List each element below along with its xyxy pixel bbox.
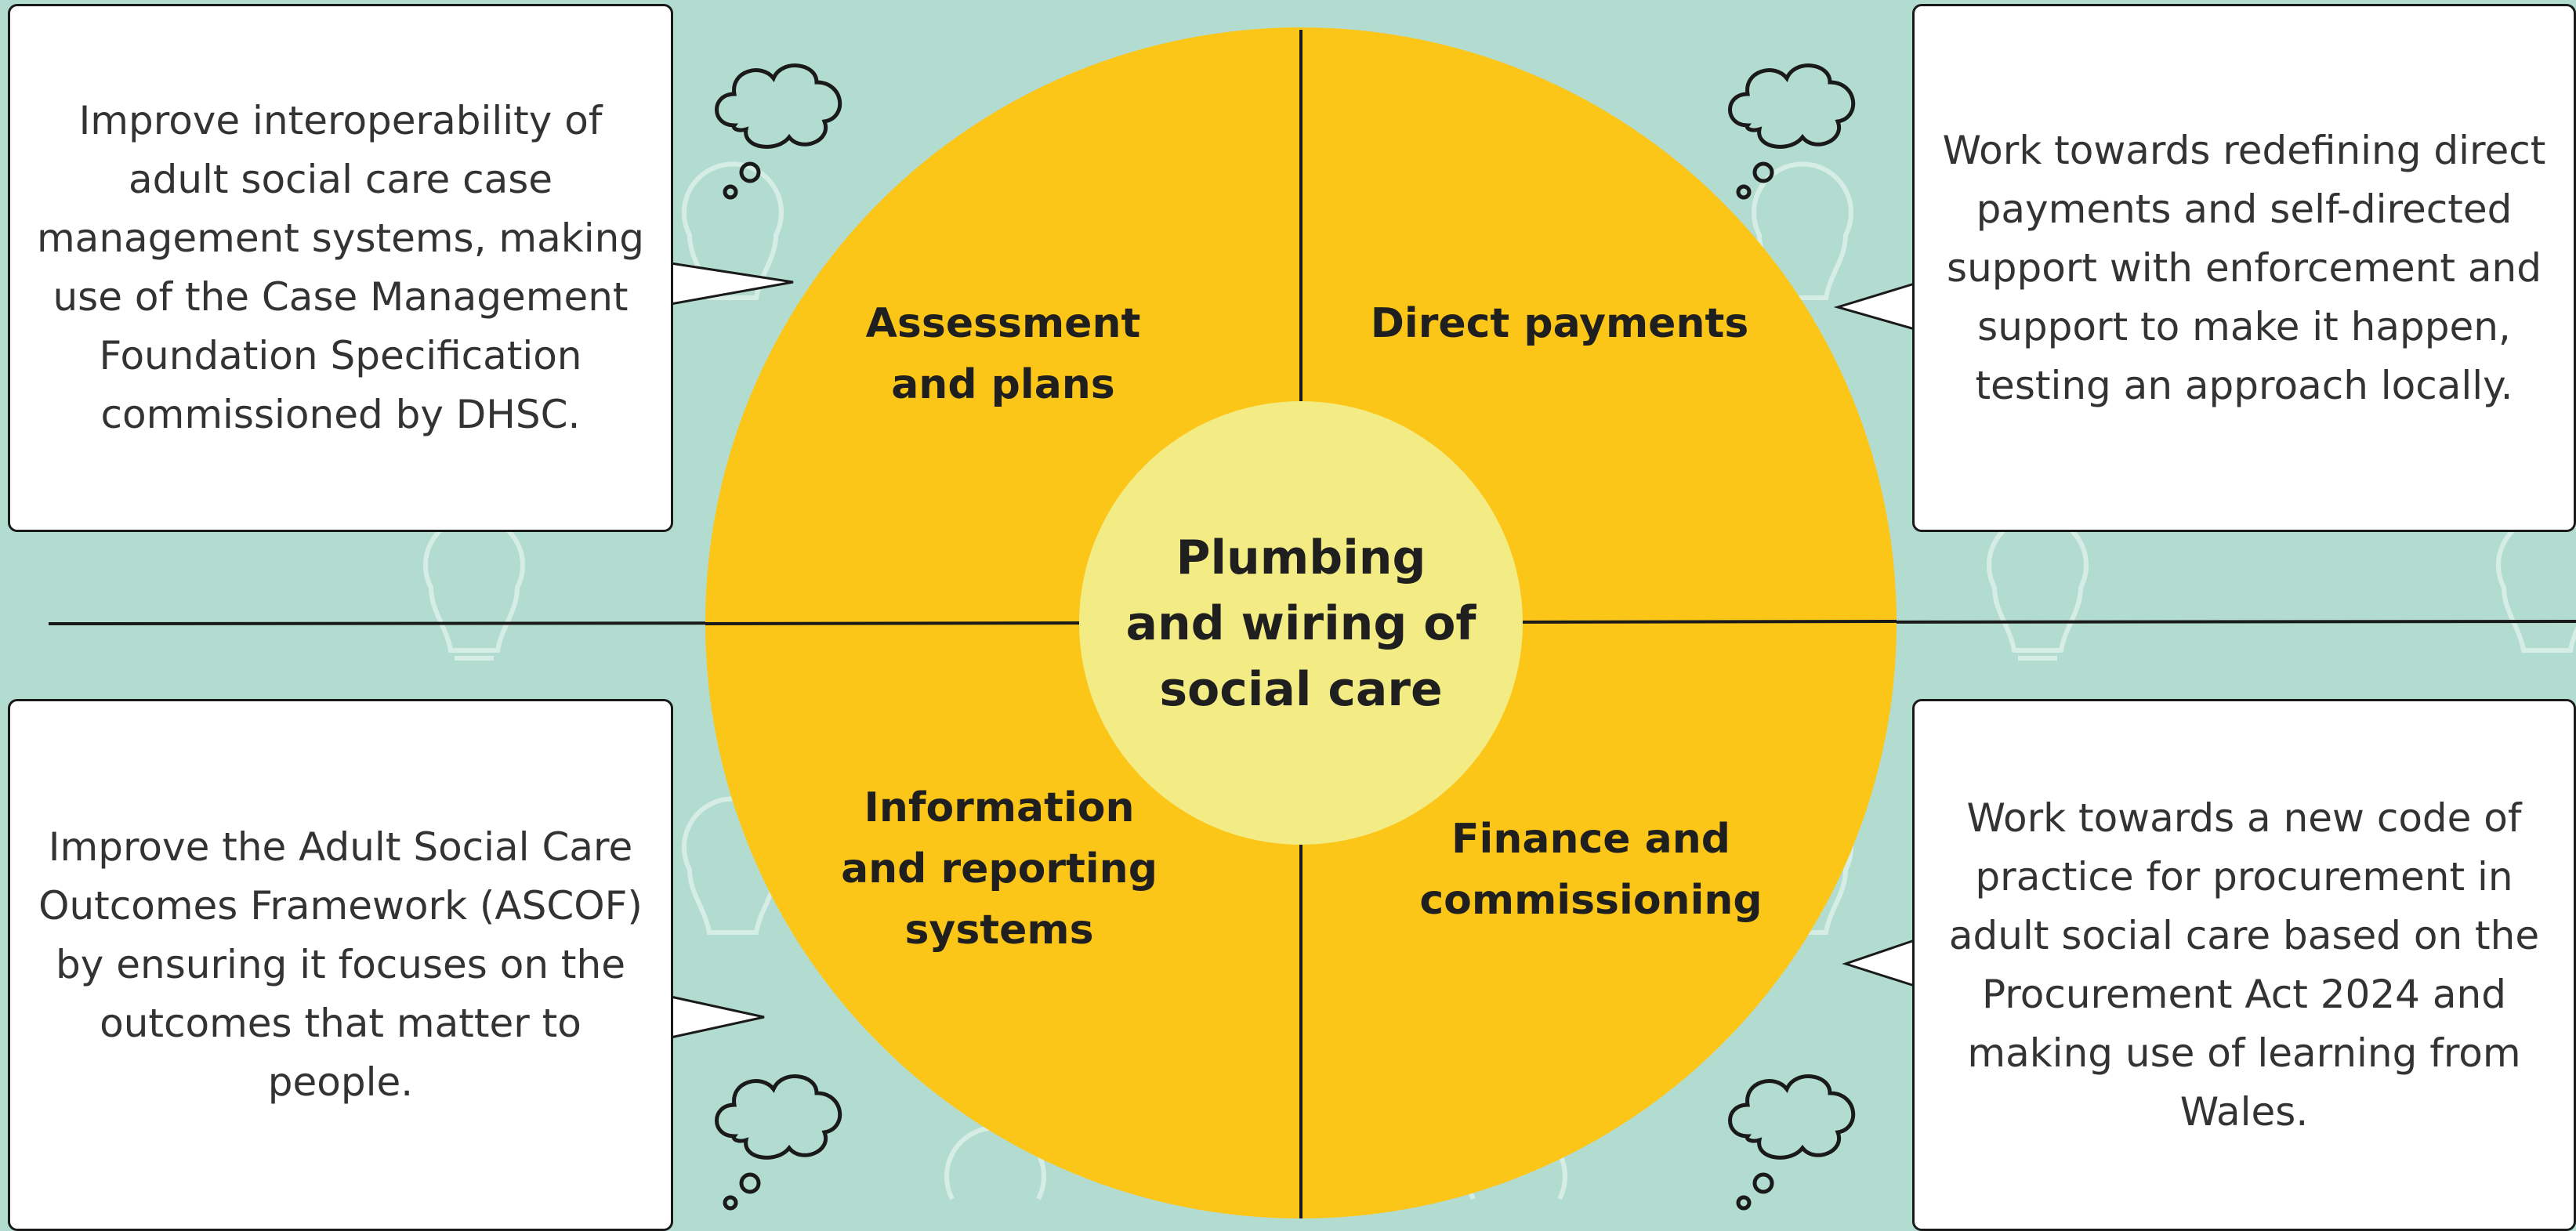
callout-pointer [1833, 281, 1916, 331]
quadrant-label-assessment: Assessment and plans [865, 300, 1141, 408]
thought-bubble-icon [715, 1074, 842, 1211]
thought-bubble-icon [1728, 1074, 1856, 1211]
callout-pointer [1842, 938, 1916, 988]
callout-pointer [669, 995, 765, 1039]
inner-circle [1079, 401, 1523, 845]
center-label: Plumbing and wiring of social care [1125, 530, 1476, 717]
quadrant-label-information: Information and reporting systems [841, 784, 1158, 954]
quadrant-label-direct-payments: Direct payments [1370, 300, 1749, 347]
callout-text: Improve interoperability of adult social… [36, 98, 645, 437]
callout-text: Work towards a new code of practice for … [1948, 795, 2540, 1135]
callout-bottom-left: Improve the Adult Social Care Outcomes F… [8, 699, 673, 1231]
quadrant-label-finance: Finance and commissioning [1419, 816, 1763, 924]
callout-bottom-right: Work towards a new code of practice for … [1912, 699, 2576, 1231]
lightbulb-icon [2496, 514, 2576, 653]
thought-bubble-icon [1728, 63, 1856, 200]
lightbulb-icon [1987, 514, 2089, 661]
callout-top-left: Improve interoperability of adult social… [8, 4, 673, 532]
callout-top-right: Work towards redefining direct payments … [1912, 4, 2576, 532]
callout-text: Improve the Adult Social Care Outcomes F… [38, 824, 643, 1105]
lightbulb-icon [423, 514, 525, 661]
thought-bubble-icon [715, 63, 842, 200]
callout-text: Work towards redefining direct payments … [1942, 127, 2546, 408]
